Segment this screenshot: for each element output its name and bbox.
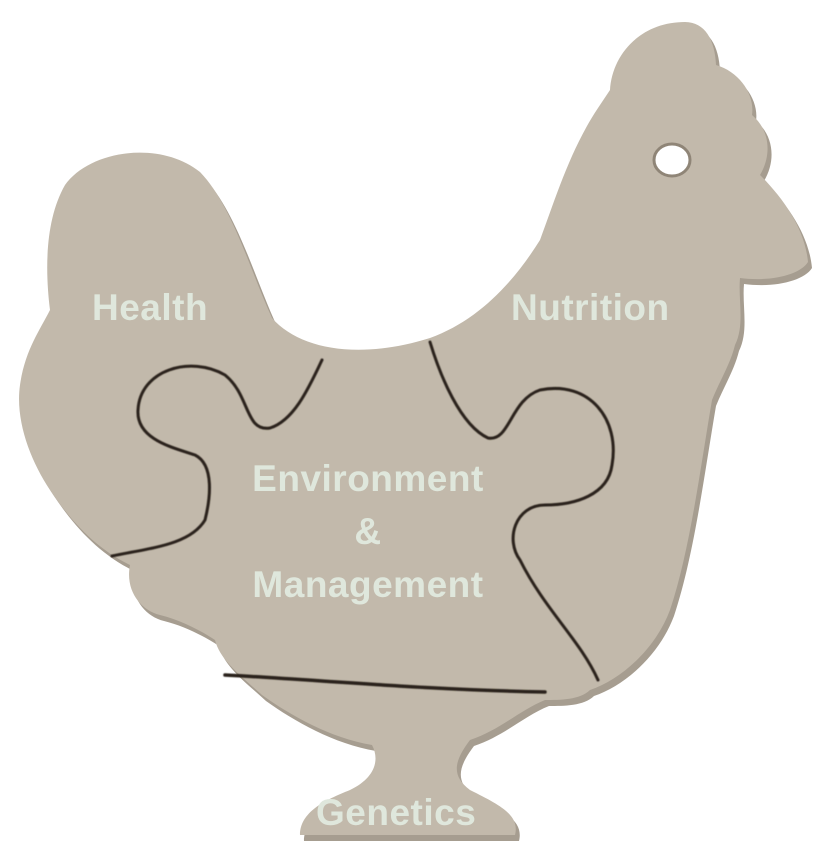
genetics-label: Genetics — [316, 792, 476, 834]
nutrition-label: Nutrition — [511, 287, 670, 329]
environment-text: Environment — [228, 452, 508, 505]
ampersand-text: & — [228, 505, 508, 558]
eye-hole — [654, 144, 690, 176]
health-label: Health — [92, 287, 208, 329]
health-text: Health — [92, 287, 208, 328]
management-text: Management — [228, 558, 508, 611]
nutrition-text: Nutrition — [511, 287, 670, 328]
environment-management-label: Environment & Management — [228, 452, 508, 611]
genetics-text: Genetics — [316, 792, 476, 833]
rooster-body — [19, 22, 808, 835]
